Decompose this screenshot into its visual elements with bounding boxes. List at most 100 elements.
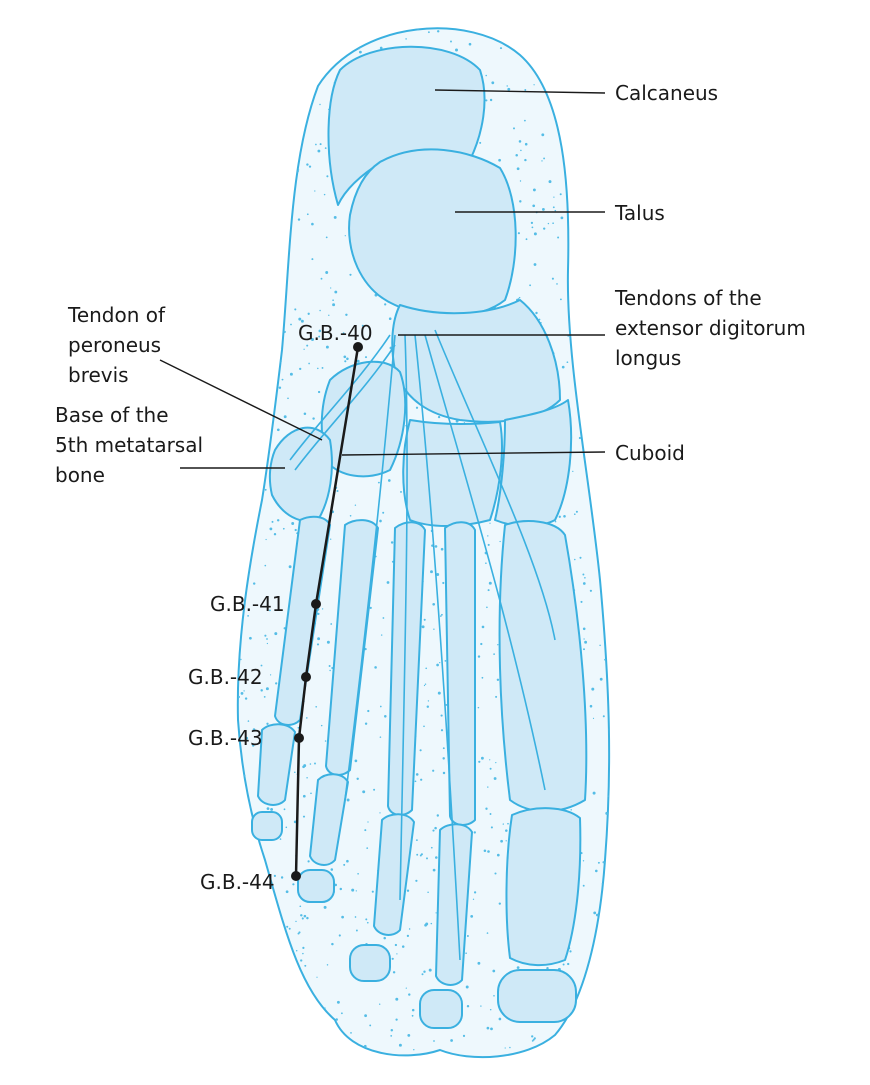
stipple-dot <box>258 24 260 26</box>
stipple-dot <box>383 936 386 940</box>
stipple-dot <box>437 691 441 695</box>
stipple-dot <box>533 263 537 266</box>
stipple-dot <box>614 30 615 31</box>
stipple-dot <box>306 717 308 719</box>
stipple-dot <box>500 839 503 843</box>
stipple-dot <box>465 985 469 989</box>
stipple-dot <box>532 1038 535 1041</box>
stipple-dot <box>606 113 609 115</box>
stipple-dot <box>255 92 259 95</box>
stipple-dot <box>321 608 324 610</box>
stipple-dot <box>251 66 254 69</box>
stipple-dot <box>407 1034 411 1037</box>
stipple-dot <box>251 935 255 938</box>
stipple-dot <box>532 204 536 208</box>
stipple-dot <box>232 457 234 459</box>
stipple-dot <box>298 317 302 321</box>
stipple-dot <box>428 968 432 972</box>
stipple-dot <box>267 435 270 437</box>
stipple-dot <box>236 845 238 847</box>
stipple-dot <box>305 64 308 67</box>
stipple-dot <box>430 922 433 925</box>
stipple-dot <box>257 291 260 294</box>
stipple-dot <box>297 20 298 21</box>
stipple-dot <box>595 869 598 873</box>
stipple-dot <box>244 973 248 977</box>
stipple-dot <box>332 299 334 302</box>
stipple-dot <box>292 883 295 886</box>
metatarsal-1 <box>498 520 588 813</box>
gb-points <box>291 342 363 881</box>
toe-tip-1 <box>497 969 577 1023</box>
stipple-dot <box>364 1014 367 1018</box>
stipple-dot <box>516 966 520 969</box>
stipple-dot <box>415 773 419 776</box>
stipple-dot <box>255 67 258 70</box>
stipple-dot <box>607 105 610 109</box>
stipple-dot <box>317 390 321 394</box>
stipple-dot <box>611 404 614 407</box>
gb44-point <box>291 871 301 881</box>
stipple-dot <box>233 173 236 176</box>
stipple-dot <box>325 236 328 239</box>
stipple-dot <box>249 406 252 409</box>
stipple-dot <box>616 1001 618 1003</box>
stipple-dot <box>287 25 289 27</box>
stipple-dot <box>384 303 387 306</box>
stipple-dot <box>269 35 272 38</box>
stipple-dot <box>374 666 377 669</box>
stipple-dot <box>462 1034 466 1037</box>
stipple-dot <box>463 1059 466 1062</box>
stipple-dot <box>582 860 585 862</box>
stipple-dot <box>260 664 263 667</box>
stipple-dot <box>344 360 347 363</box>
stipple-dot <box>437 415 441 419</box>
stipple-dot <box>239 493 242 496</box>
stipple-dot <box>499 540 501 543</box>
stipple-dot <box>266 638 268 640</box>
stipple-dot <box>442 747 445 750</box>
stipple-dot <box>591 687 595 691</box>
stipple-dot <box>533 84 535 86</box>
stipple-dot <box>342 332 345 335</box>
stipple-dot <box>367 709 370 713</box>
stipple-dot <box>285 826 288 829</box>
stipple-dot <box>557 236 560 239</box>
stipple-dot <box>539 72 541 74</box>
stipple-dot <box>248 321 251 324</box>
stipple-dot <box>504 1047 506 1049</box>
stipple-dot <box>447 1068 450 1071</box>
stipple-dot <box>420 853 423 856</box>
stipple-dot <box>333 28 336 29</box>
stipple-dot <box>243 221 247 224</box>
stipple-dot <box>269 85 273 88</box>
stipple-dot <box>247 297 250 301</box>
stipple-dot <box>419 749 422 752</box>
stipple-dot <box>588 1024 590 1027</box>
stipple-dot <box>336 57 339 61</box>
stipple-dot <box>605 396 607 398</box>
stipple-dot <box>616 574 618 576</box>
stipple-dot <box>250 541 253 543</box>
stipple-dot <box>415 839 418 842</box>
stipple-dot <box>536 1060 537 1061</box>
stipple-dot <box>498 902 501 905</box>
tendons-label-line3: longus <box>615 346 681 370</box>
stipple-dot <box>435 912 437 914</box>
stipple-dot <box>618 626 621 629</box>
stipple-dot <box>563 515 566 518</box>
stipple-dot <box>489 813 492 815</box>
stipple-dot <box>598 273 601 276</box>
stipple-dot <box>271 234 274 237</box>
stipple-dot <box>280 876 284 879</box>
stipple-dot <box>558 515 561 518</box>
stipple-dot <box>435 1068 437 1070</box>
stipple-dot <box>489 767 492 770</box>
stipple-dot <box>614 762 616 764</box>
stipple-dot <box>239 211 242 214</box>
peroneus-label-line3: brevis <box>68 363 129 387</box>
stipple-dot <box>259 941 262 944</box>
gb44-label: G.B.-44 <box>200 870 275 894</box>
stipple-dot <box>593 1037 596 1040</box>
stipple-dot <box>517 232 520 235</box>
